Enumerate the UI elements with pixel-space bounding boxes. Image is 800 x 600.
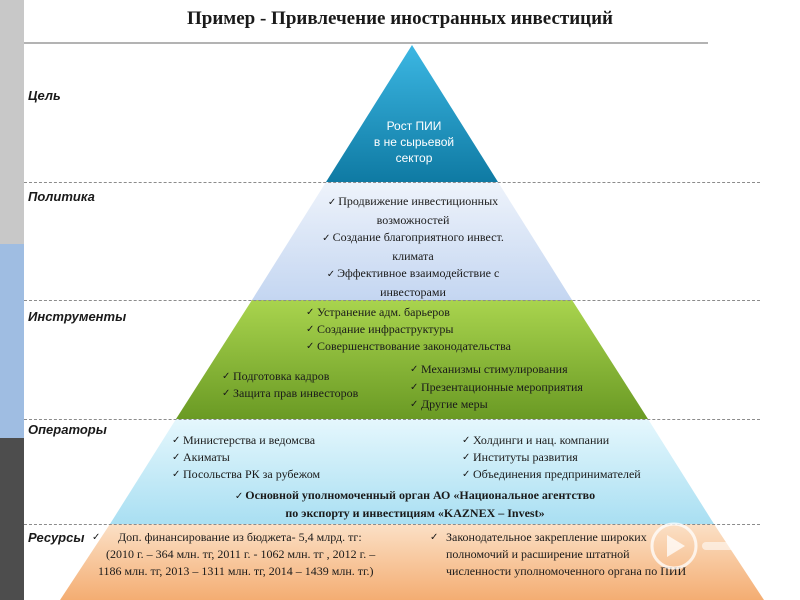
tools-item: Защита прав инвесторов bbox=[222, 385, 402, 402]
operators-item: Акиматы bbox=[172, 449, 372, 466]
operators-item: Объединения предпринимателей bbox=[462, 466, 692, 483]
play-watermark-icon bbox=[650, 522, 760, 570]
tools-item: Устранение адм. барьеров bbox=[306, 304, 566, 321]
sidebar-dark-segment bbox=[0, 438, 24, 600]
sidebar-gray-segment bbox=[0, 0, 24, 244]
apex-line-1: Рост ПИИ bbox=[386, 119, 442, 133]
resources-left-text: Доп. финансирование из бюджета- 5,4 млрд… bbox=[92, 529, 442, 580]
main-operator-text: Основной уполномоченный орган АО «Национ… bbox=[200, 487, 630, 522]
tools-item: Подготовка кадров bbox=[222, 368, 402, 385]
divider-tools-operators bbox=[24, 419, 760, 420]
tools-list-right: Механизмы стимулирования Презентационные… bbox=[410, 361, 630, 414]
level-label-policy: Политика bbox=[28, 189, 95, 204]
tools-item: Совершенствование законодательства bbox=[306, 338, 566, 355]
level-label-goal: Цель bbox=[28, 88, 61, 103]
pyramid-tier-goal bbox=[326, 45, 498, 182]
operators-item: Институты развития bbox=[462, 449, 692, 466]
page-title: Пример - Привлечение иностранных инвести… bbox=[186, 8, 614, 29]
resources-right-line-1: Законодательное закрепление широких bbox=[430, 529, 750, 546]
divider-operators-resources bbox=[24, 524, 760, 525]
operators-item: Посольства РК за рубежом bbox=[172, 466, 372, 483]
level-label-operators: Операторы bbox=[28, 422, 107, 437]
level-label-resources: Ресурсы bbox=[28, 530, 85, 545]
resources-right-text: Законодательное закрепление широких полн… bbox=[430, 529, 750, 580]
divider-goal-policy bbox=[24, 182, 760, 183]
tools-list-top: Устранение адм. барьеров Создание инфрас… bbox=[306, 304, 566, 355]
resources-left-line-2: (2010 г. – 364 млн. тг, 2011 г. - 1062 м… bbox=[106, 547, 376, 561]
tools-item: Другие меры bbox=[410, 396, 630, 414]
policy-item: Создание благоприятного инвест. климата bbox=[306, 229, 520, 265]
resources-right-line-2: полномочий и расширение штатной bbox=[446, 547, 630, 561]
resources-left-line-1: Доп. финансирование из бюджета- 5,4 млрд… bbox=[92, 529, 442, 546]
policy-item: Эффективное взаимодействие с инвесторами bbox=[306, 265, 520, 301]
operators-item: Холдинги и нац. компании bbox=[462, 432, 692, 449]
policy-item: Продвижение инвестиционных возможностей bbox=[306, 193, 520, 229]
resources-left-line-3: 1186 млн. тг, 2013 – 1311 млн. тг, 2014 … bbox=[98, 564, 374, 578]
tools-item: Механизмы стимулирования bbox=[410, 361, 630, 379]
sidebar-blue-segment bbox=[0, 244, 24, 438]
apex-goal-text: Рост ПИИ в не сырьевой сектор bbox=[364, 118, 464, 166]
title-underline bbox=[24, 42, 708, 44]
operators-list-right: Холдинги и нац. компании Институты разви… bbox=[462, 432, 692, 483]
apex-line-2: в не сырьевой bbox=[373, 135, 455, 149]
main-operator-line-2: по экспорту и инвестициям «KAZNEX – Inve… bbox=[285, 506, 545, 520]
resources-right-line-3: численности уполномоченного органа по ПИ… bbox=[446, 564, 687, 578]
operators-item: Министерства и ведомсва bbox=[172, 432, 372, 449]
main-operator-line-1: Основной уполномоченный орган АО «Национ… bbox=[200, 487, 630, 505]
apex-line-3: сектор bbox=[395, 151, 433, 165]
tools-item: Создание инфраструктуры bbox=[306, 321, 566, 338]
tools-item: Презентационные мероприятия bbox=[410, 379, 630, 397]
operators-list-left: Министерства и ведомсва Акиматы Посольст… bbox=[172, 432, 372, 483]
level-label-tools: Инструменты bbox=[28, 309, 127, 324]
tools-list-left: Подготовка кадров Защита прав инвесторов bbox=[222, 368, 402, 402]
policy-list: Продвижение инвестиционных возможностей … bbox=[306, 193, 520, 301]
